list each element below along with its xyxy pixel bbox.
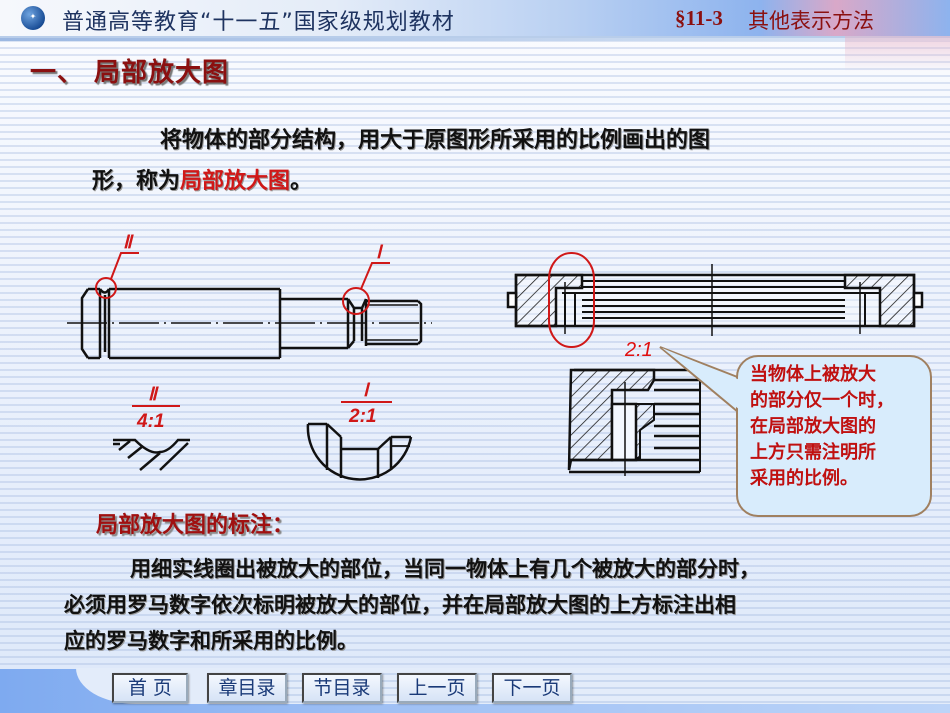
section-title: 其他表示方法 — [748, 9, 874, 33]
nut-scale-label: 2:1 — [624, 339, 653, 361]
detail-view-1: Ⅰ 2:1 — [306, 380, 413, 481]
detail-marker-2 — [95, 252, 139, 299]
definition-line-2: 形，称为局部放大图。 — [92, 163, 312, 195]
textbook-series-logo-icon: ✦ — [21, 6, 45, 30]
header-divider — [0, 38, 950, 41]
header-decoration — [845, 36, 950, 72]
callout-text: 当物体上被放大 的部分仅一个时， 在局部放大图的 上方只需注明所 采用的比例。 — [750, 362, 930, 492]
chapter-contents-button[interactable]: 章目录 — [207, 673, 287, 703]
nut-section-drawing — [506, 264, 924, 336]
annotation-line-2: 必须用罗马数字依次标明被放大的部位，并在局部放大图的上方标注出相 — [64, 592, 736, 617]
svg-text:4:1: 4:1 — [136, 411, 164, 432]
next-page-button[interactable]: 下一页 — [492, 673, 572, 703]
nut-detail-view — [567, 368, 701, 476]
callout-line: 采用的比例。 — [750, 468, 858, 489]
annotation-heading: 局部放大图的标注： — [96, 513, 295, 538]
definition-term: 局部放大图 — [180, 168, 291, 194]
callout-line: 的部分仅一个时， — [750, 390, 894, 411]
book-series-title: 普通高等教育“十一五”国家级规划教材 — [62, 10, 455, 35]
definition-line-1: 将物体的部分结构，用大于原图形所采用的比例画出的图 — [160, 127, 711, 153]
header-bar — [0, 0, 950, 39]
previous-page-button[interactable]: 上一页 — [397, 673, 477, 703]
enlarged-area-outline — [548, 252, 595, 348]
svg-text:Ⅱ: Ⅱ — [148, 384, 159, 404]
definition-suffix: 。 — [290, 168, 313, 194]
definition-prefix: 形，称为 — [92, 168, 181, 194]
shaft-drawing — [67, 287, 432, 360]
detail-view-2: Ⅱ 4:1 — [113, 384, 190, 471]
svg-text:Ⅰ: Ⅰ — [363, 380, 371, 400]
annotation-line-1: 用细实线圈出被放大的部位，当同一物体上有几个被放大的部分时， — [130, 556, 760, 581]
marker-label-1: Ⅰ — [376, 242, 384, 262]
page-heading: 一、 局部放大图 — [30, 58, 230, 88]
section-contents-button[interactable]: 节目录 — [302, 673, 382, 703]
section-number: §11-3 — [675, 6, 723, 30]
annotation-line-3: 应的罗马数字和所采用的比例。 — [64, 628, 358, 653]
home-button[interactable]: 首 页 — [112, 673, 188, 703]
marker-label-2: Ⅱ — [123, 232, 134, 252]
svg-text:2:1: 2:1 — [348, 406, 376, 427]
callout-line: 当物体上被放大 — [750, 364, 876, 385]
detail-marker-1 — [342, 262, 390, 315]
callout-line: 在局部放大图的 — [750, 416, 876, 437]
callout-line: 上方只需注明所 — [750, 442, 876, 463]
callout-bubble — [736, 355, 932, 517]
